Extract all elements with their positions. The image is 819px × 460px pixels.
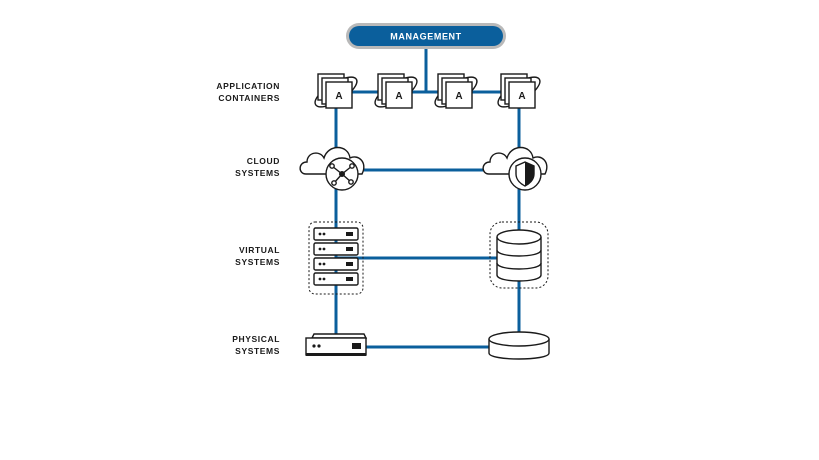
cloud-hub-icon	[299, 146, 365, 191]
container-icon: A	[374, 73, 418, 109]
container-icon: A	[497, 73, 541, 109]
virtual-systems	[308, 221, 549, 295]
physical-systems	[305, 331, 550, 360]
cloud-systems	[299, 146, 548, 191]
container-icon: A	[434, 73, 478, 109]
management-label: MANAGEMENT	[390, 32, 462, 42]
cloud-shield-icon	[482, 146, 548, 191]
physical-server-icon	[305, 333, 368, 356]
layer-label-cloud-2: SYSTEMS	[235, 168, 280, 178]
container-letter: A	[518, 91, 525, 102]
layer-labels: APPLICATION CONTAINERS CLOUD SYSTEMS VIR…	[216, 81, 280, 356]
container-letter: A	[335, 91, 342, 102]
management-pill	[349, 26, 503, 46]
virtual-database-icon	[489, 221, 549, 289]
layer-label-cloud-1: CLOUD	[247, 156, 280, 166]
management-node: MANAGEMENT	[346, 23, 506, 49]
layer-label-virtual-2: SYSTEMS	[235, 257, 280, 267]
physical-storage-disk-icon	[488, 331, 550, 360]
application-containers: A A A A	[314, 73, 541, 109]
container-letter: A	[455, 91, 462, 102]
layer-label-physical-2: SYSTEMS	[235, 346, 280, 356]
container-letter: A	[395, 91, 402, 102]
connection-lines	[334, 47, 521, 349]
container-icon: A	[314, 73, 358, 109]
layer-label-physical-1: PHYSICAL	[232, 334, 280, 344]
layer-label-virtual-1: VIRTUAL	[239, 245, 280, 255]
virtual-server-rack-icon	[308, 221, 364, 295]
layer-label-application-1: APPLICATION	[216, 81, 280, 91]
layer-label-application-2: CONTAINERS	[218, 93, 280, 103]
